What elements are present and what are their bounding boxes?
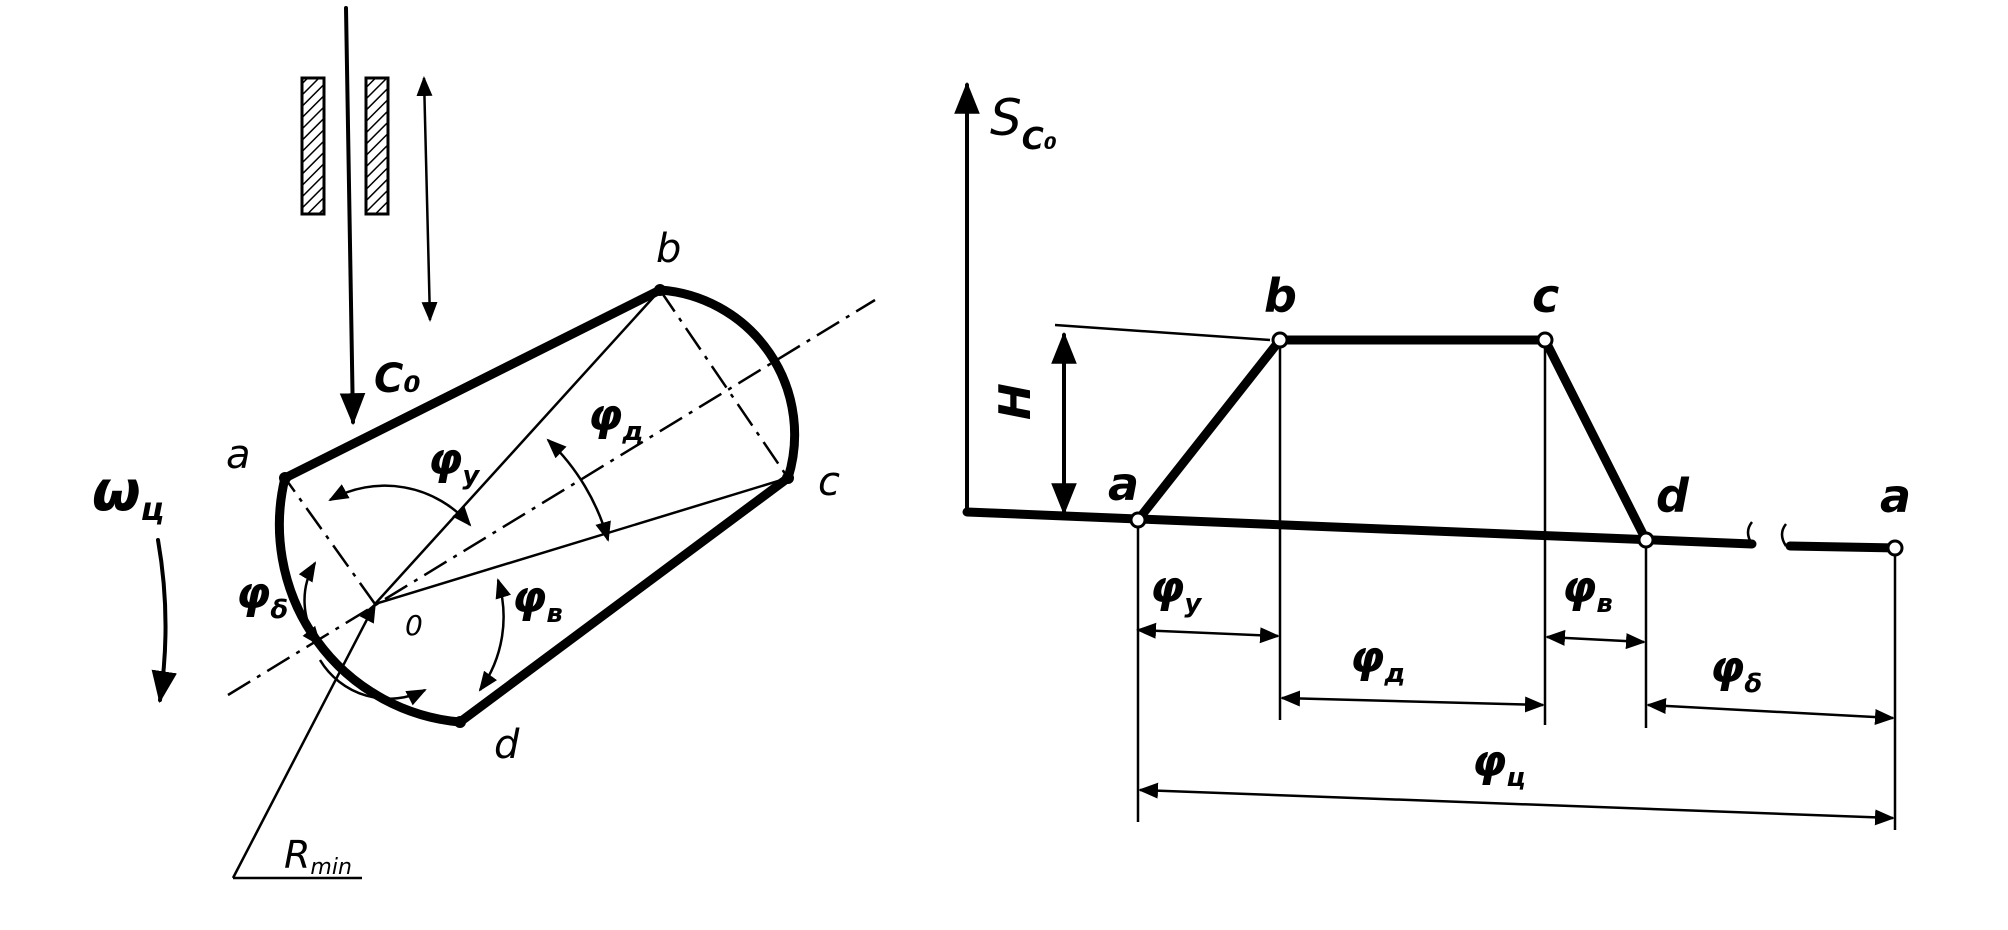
graph-baseline-end [1785, 541, 1903, 553]
graph-phi-d-label: φд [1350, 632, 1405, 689]
ray-center-c [374, 476, 789, 606]
dim-phi-d [1280, 690, 1545, 713]
dim-phi-v [1545, 629, 1646, 650]
phi-v-arc [478, 578, 511, 692]
graph-label-c: c [1532, 269, 1559, 323]
graph-label-d: d [1656, 469, 1690, 523]
graph-phi-delta-label: φδ [1710, 642, 1762, 699]
cam-label-c: c [818, 459, 840, 505]
rotation-sweep-arc [318, 659, 427, 706]
reciprocating-arrow [416, 76, 438, 322]
cam-point-b [654, 284, 666, 296]
cam-mechanism: a b c d 0 C₀ ωц φу φд φδ φв Rmin [92, 6, 876, 880]
phi-d-arc [546, 438, 611, 542]
cam-profile [274, 285, 800, 727]
chord-bc-line [658, 289, 790, 479]
cam-phi-v-label: φв [512, 572, 563, 629]
displacement-graph: SC₀ H a b c d a φу [954, 81, 1911, 830]
phi-y-arc [328, 484, 472, 527]
graph-point-c [1536, 331, 1554, 349]
h-extension-line [1054, 323, 1271, 342]
phi-delta-arc [298, 561, 322, 647]
cam-label-center: 0 [405, 609, 423, 642]
graph-label-a1: a [1108, 457, 1139, 511]
rmin-leader [231, 602, 377, 879]
h-label: H [990, 383, 1041, 420]
cam-phi-d-label: φд [588, 390, 643, 447]
omega-rotation-arrow [151, 538, 177, 704]
graph-y-axis-label: SC₀ [990, 89, 1057, 157]
graph-point-a1 [1129, 511, 1147, 529]
follower-guide-left [300, 76, 326, 216]
cam-phi-delta-label: φδ [236, 568, 288, 625]
follower-label: C₀ [374, 356, 421, 402]
graph-label-b: b [1264, 269, 1297, 323]
cam-phi-y-label: φу [428, 434, 480, 491]
cam-label-b: b [656, 226, 681, 272]
cam-point-c [782, 472, 794, 484]
graph-baseline [962, 507, 1757, 549]
cam-axis-line [227, 298, 876, 697]
graph-phi-c-label: φц [1472, 736, 1526, 793]
displacement-profile [1133, 335, 1651, 545]
graph-point-a2 [1886, 539, 1904, 557]
graph-point-b [1271, 331, 1289, 349]
cam-point-d [454, 716, 466, 728]
graph-point-d [1637, 531, 1655, 549]
dim-phi-y [1136, 622, 1280, 644]
rmin-label: Rmin [284, 833, 352, 880]
dim-phi-c [1138, 782, 1895, 826]
ray-center-b [374, 289, 661, 605]
graph-phi-v-label: φв [1562, 562, 1613, 619]
cam-label-a: a [226, 432, 251, 478]
axis-break-mark [1746, 521, 1788, 547]
cam-point-a [279, 472, 291, 484]
dim-phi-delta [1646, 697, 1895, 726]
graph-label-a2: a [1880, 469, 1911, 523]
follower-guide-right [364, 76, 390, 216]
graph-phi-y-label: φу [1150, 562, 1202, 619]
cam-label-d: d [494, 722, 520, 768]
follower-rod [339, 6, 366, 426]
omega-label: ωц [92, 459, 164, 528]
radius-a-line [283, 477, 377, 605]
